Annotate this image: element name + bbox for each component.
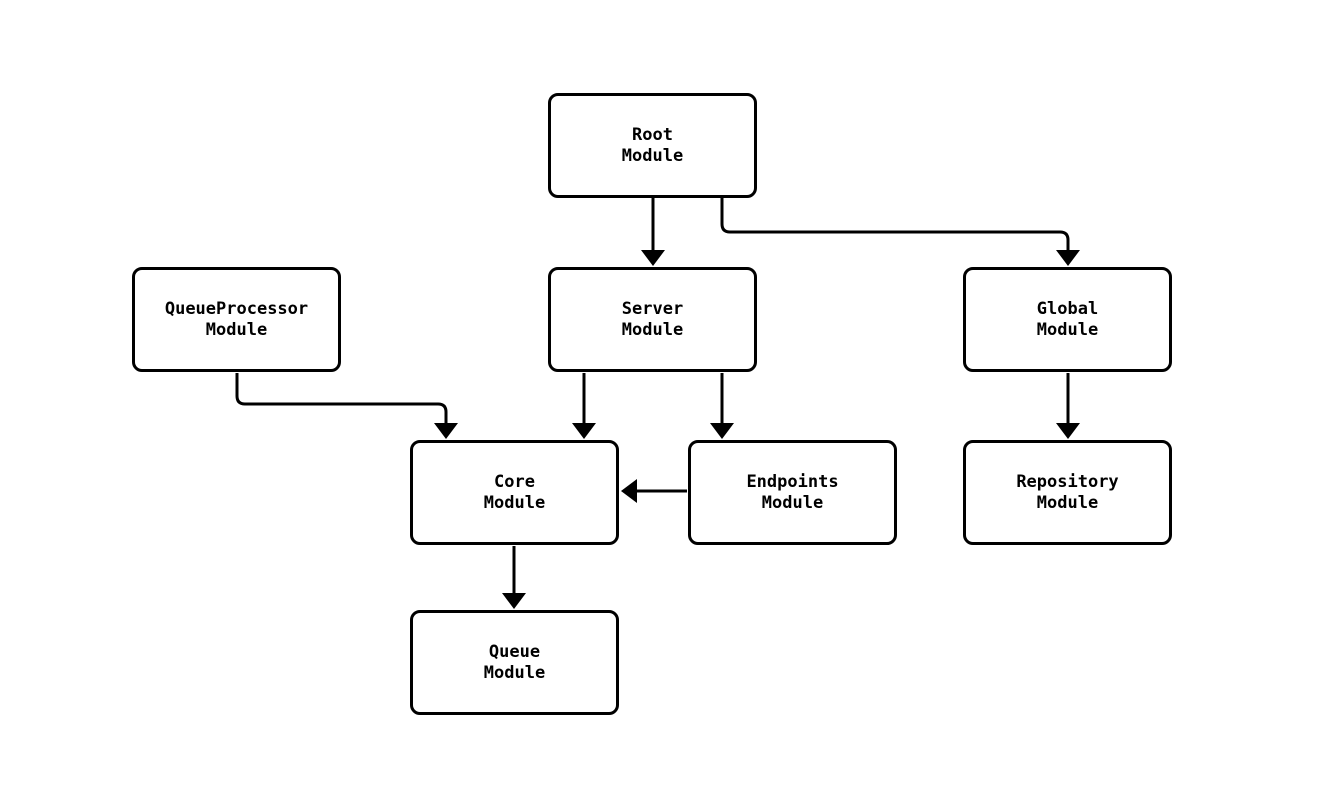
node-label-global-module: Global Module [1036,298,1099,340]
node-queue-module: Queue Module [410,610,619,715]
arrowhead-core-module-to-queue-module [502,593,526,609]
node-label-root-module: Root Module [621,124,684,166]
node-label-endpoints-module: Endpoints Module [746,471,839,513]
arrowhead-server-module-to-endpoints-module [710,423,734,439]
node-server-module: Server Module [548,267,757,372]
node-core-module: Core Module [410,440,619,545]
node-label-core-module: Core Module [483,471,546,513]
arrowhead-endpoints-module-to-core-module [621,479,637,503]
arrowhead-server-module-to-core-module [572,423,596,439]
arrowhead-queueprocessor-module-to-core-module [434,423,458,439]
arrowhead-global-module-to-repository-module [1056,423,1080,439]
arrowhead-root-module-to-global-module [1056,250,1080,266]
node-repository-module: Repository Module [963,440,1172,545]
node-queueprocessor-module: QueueProcessor Module [132,267,341,372]
arrowhead-root-module-to-server-module [641,250,665,266]
node-label-queueprocessor-module: QueueProcessor Module [164,298,309,340]
node-label-server-module: Server Module [621,298,684,340]
edge-root-module-to-global-module [720,198,1070,250]
node-label-repository-module: Repository Module [1016,471,1119,513]
node-root-module: Root Module [548,93,757,198]
node-endpoints-module: Endpoints Module [688,440,897,545]
node-label-queue-module: Queue Module [483,641,546,683]
node-global-module: Global Module [963,267,1172,372]
edge-queueprocessor-module-to-core-module [235,373,448,423]
